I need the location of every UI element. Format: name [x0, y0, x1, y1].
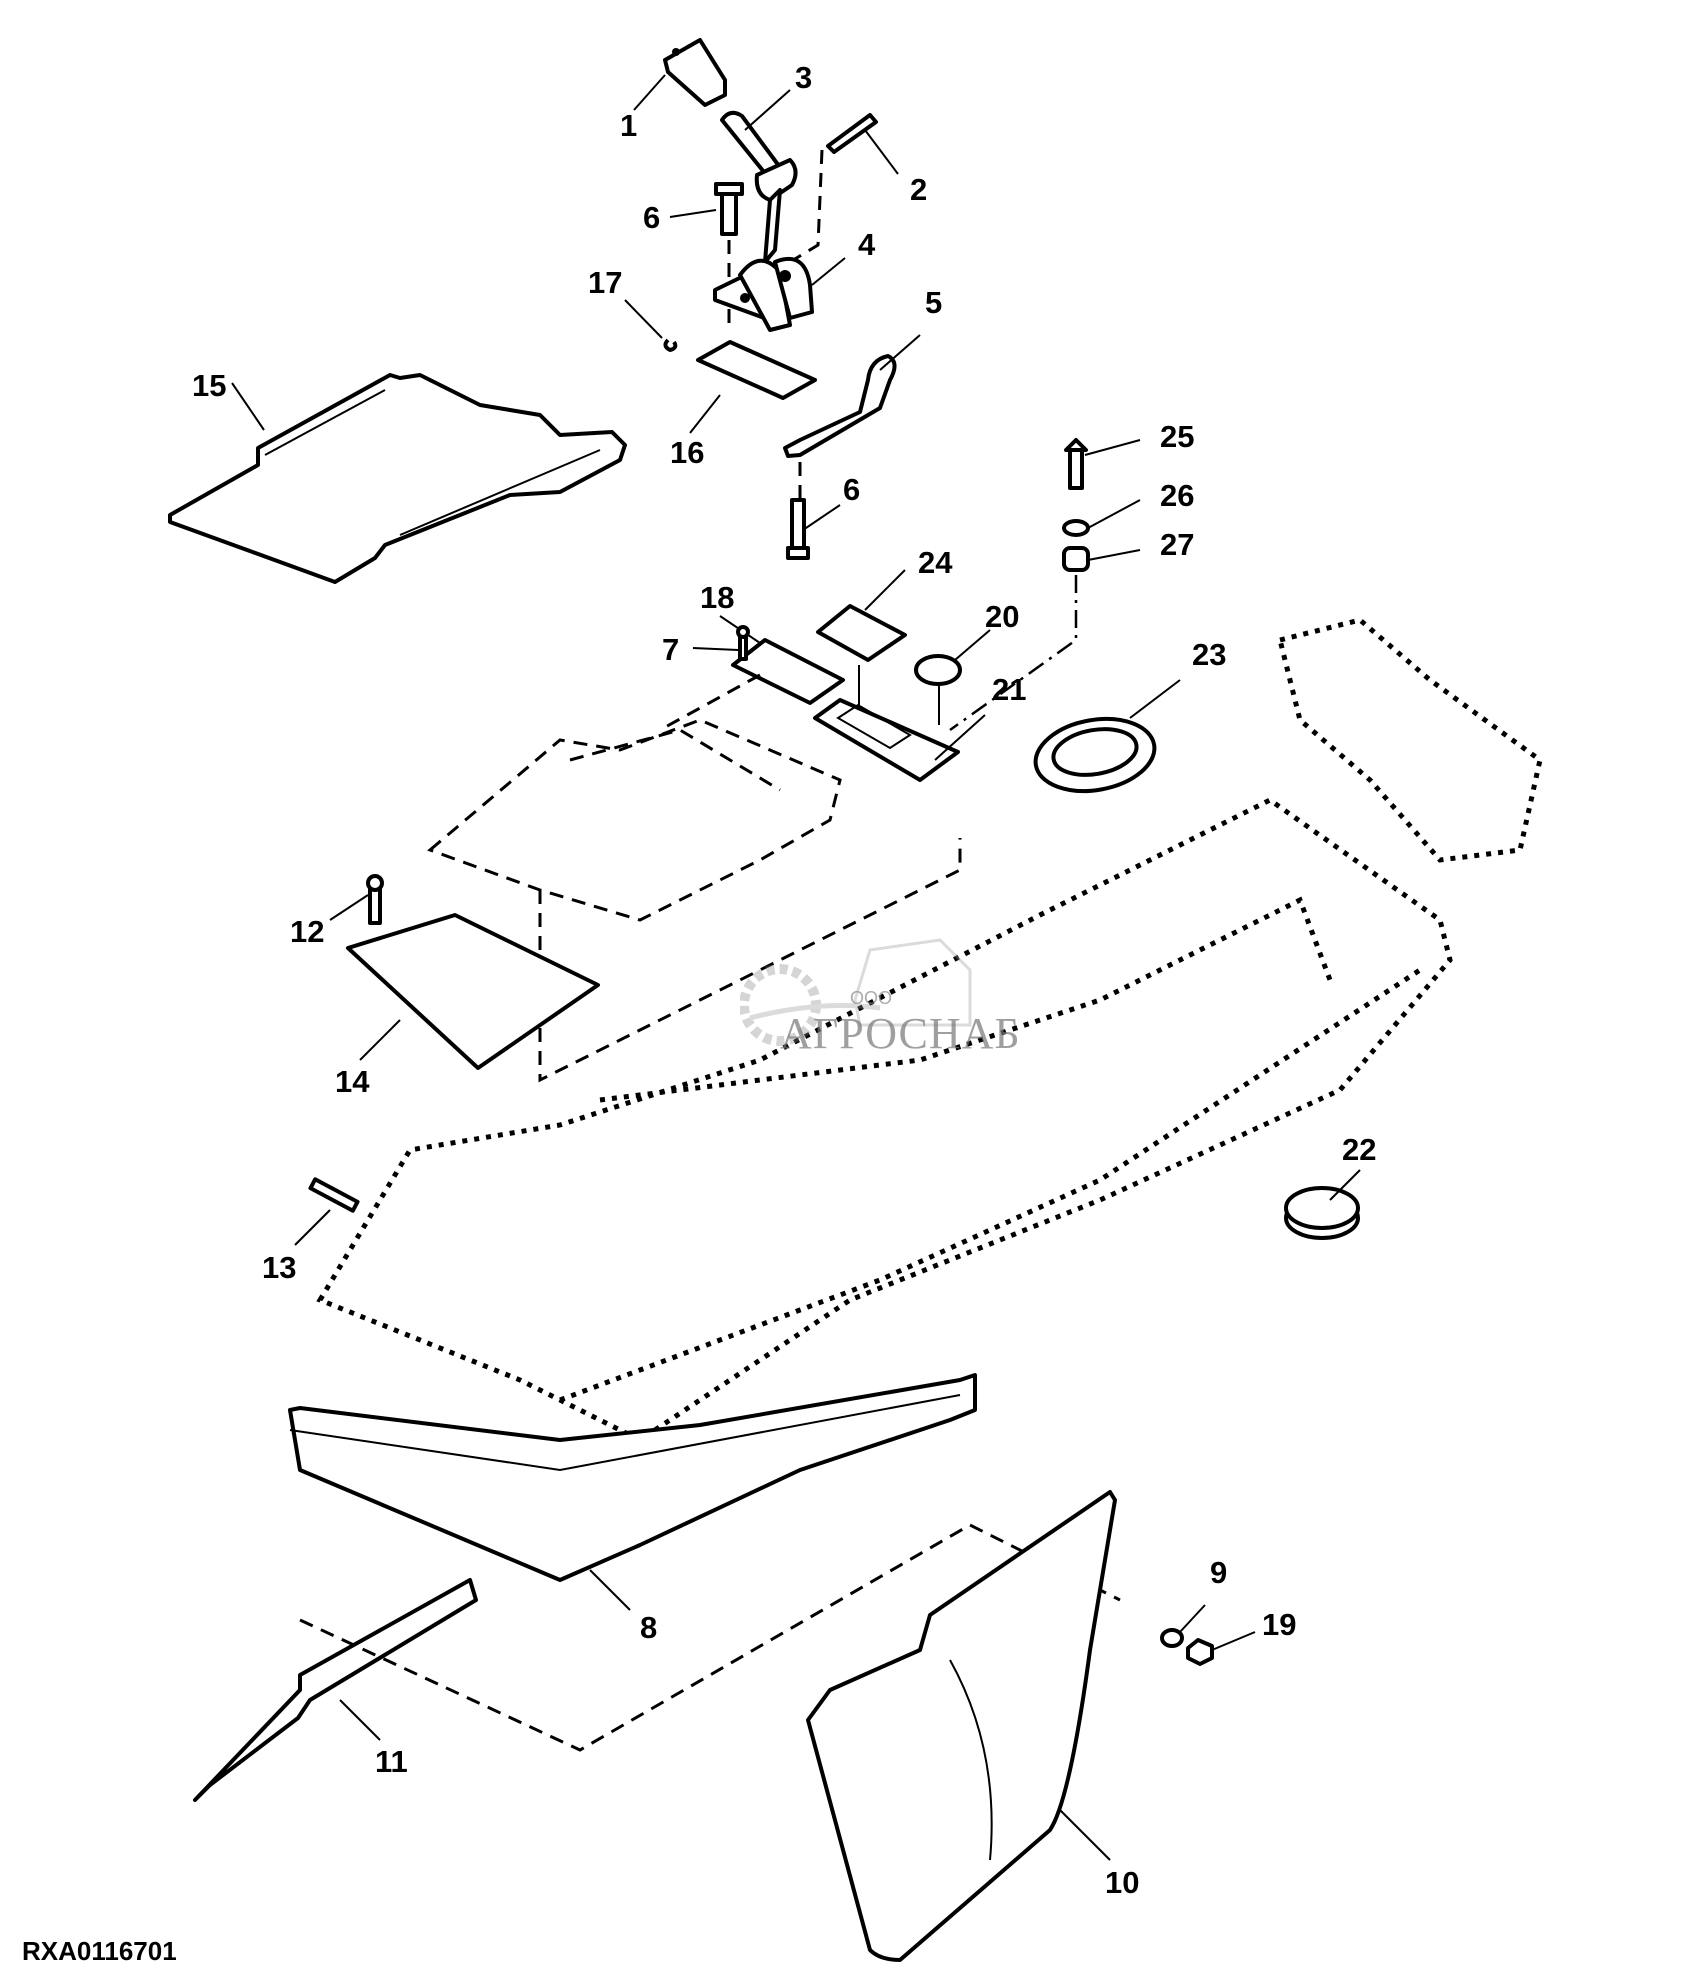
watermark-logo-icon [740, 938, 972, 1046]
part-6-cap-screw-upper [669, 182, 744, 330]
callout-9: 9 [1210, 1555, 1227, 1590]
callout-2: 2 [910, 172, 927, 207]
part-11-bracket [193, 1578, 478, 1802]
callout-11: 11 [375, 1744, 408, 1779]
watermark-text: АГРОСНАБ [780, 1009, 1021, 1058]
cab-shell-dotted [316, 617, 1543, 1443]
part-23-seal [1033, 679, 1181, 794]
callout-22: 22 [1342, 1132, 1376, 1167]
callout-17: 17 [588, 265, 622, 300]
drawing-code: RXA0116701 [22, 1936, 177, 1966]
part-25-26-27-stack [949, 438, 1141, 732]
callout-25: 25 [1160, 419, 1194, 454]
part-20-plug [914, 629, 991, 725]
part-16-plate [689, 340, 817, 434]
callout-4: 4 [858, 227, 876, 262]
part-5-strap [783, 334, 921, 520]
callout-26: 26 [1160, 478, 1194, 513]
assembly-line [299, 1523, 1121, 1752]
part-6-cap-screw-lower [786, 498, 841, 560]
callout-13: 13 [262, 1250, 296, 1285]
watermark-prefix: ООО [850, 988, 893, 1008]
part-4-lever-bracket [713, 256, 846, 332]
callout-23: 23 [1192, 637, 1226, 672]
callout-7: 7 [662, 632, 679, 667]
callout-20: 20 [985, 599, 1019, 634]
callout-15: 15 [192, 368, 226, 403]
callout-6-lower: 6 [843, 472, 860, 507]
callout-12: 12 [290, 914, 324, 949]
callout-10: 10 [1105, 1865, 1139, 1900]
part-18-cover [692, 615, 845, 705]
callout-5: 5 [925, 285, 942, 320]
callout-3: 3 [795, 60, 812, 95]
part-15-floor-plate [168, 373, 627, 584]
callout-14: 14 [335, 1064, 370, 1099]
part-14-cover-plate [329, 874, 600, 1070]
callout-18: 18 [700, 580, 734, 615]
part-24-gasket [816, 569, 907, 715]
part-22-grommet [1284, 1169, 1361, 1240]
callout-6-upper: 6 [643, 200, 660, 235]
part-10-side-panel [806, 1490, 1117, 1962]
callout-27: 27 [1160, 527, 1194, 562]
callout-8: 8 [640, 1610, 657, 1645]
part-8-front-panel [288, 1373, 977, 1611]
callout-1: 1 [620, 108, 637, 143]
part-21-plate [813, 698, 986, 782]
part-13-cap-screw [294, 1177, 360, 1246]
callout-21: 21 [992, 672, 1026, 707]
part-2-pin [789, 113, 899, 264]
part-3-lever-arm [720, 89, 798, 264]
callout-24: 24 [918, 545, 953, 580]
part-17-clip [624, 299, 678, 352]
part-1-clevis [633, 38, 727, 111]
part-9-19-hardware [1160, 1604, 1256, 1666]
callout-16: 16 [670, 435, 704, 470]
callout-19: 19 [1262, 1607, 1296, 1642]
